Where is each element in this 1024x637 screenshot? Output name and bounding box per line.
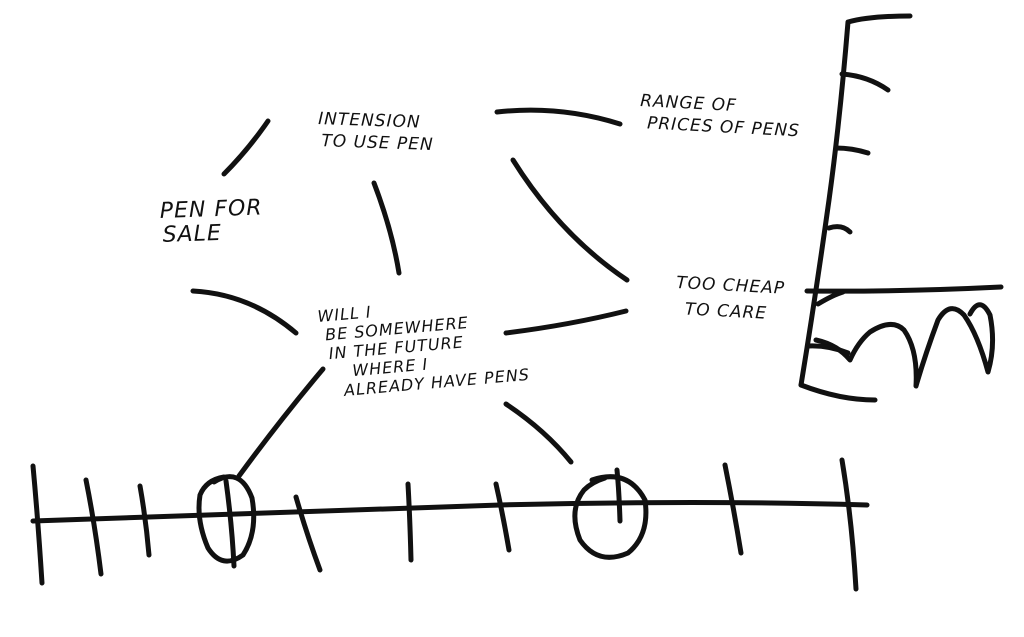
timeline-tick-6 [405,481,414,563]
ink-strokes [30,13,1004,592]
connector-willi-timeline-left [236,366,326,479]
connector-range-toocheap [510,157,630,283]
connector-pen-sale-down [190,288,299,336]
gauge-tick-5 [805,343,851,356]
gauge-wave [813,302,996,389]
connector-willi-timeline-right [503,401,574,465]
timeline-tick-10 [839,457,859,592]
label-pen-for-sale: PEN FOR SALE [159,195,272,248]
gauge-tick-4 [815,289,846,307]
labels: PEN FOR SALE INTENSION TO USE PEN RANGE … [159,91,802,402]
timeline-axis [30,500,870,524]
gauge-vertical-line [798,13,913,388]
timeline-tick-3 [137,483,152,558]
gauge-tick-1 [839,71,891,93]
timeline-tick-1 [30,463,45,586]
connector-intension-down [371,180,402,276]
gauge-baseline [804,284,1004,294]
gauge-bottom [798,382,878,403]
gauge-tick-2 [833,145,871,156]
connector-intension-range [494,107,623,127]
timeline-circle-right [572,474,649,560]
label-will-i: WILL I BE SOMEWHERE IN THE FUTURE WHERE … [317,289,531,402]
timeline-tick-4 [223,478,237,569]
timeline-tick-7 [493,481,512,553]
label-intension: INTENSION TO USE PEN [317,109,435,155]
connector-willi-toocheap [503,308,629,336]
gauge-tick-3 [826,224,853,235]
timeline-tick-5 [293,494,323,573]
timeline-tick-2 [83,477,104,577]
label-too-cheap: TOO CHEAP TO CARE [674,273,791,325]
timeline-circle-left [196,474,257,564]
timeline-tick-9 [722,462,744,556]
connector-pen-sale-up [221,118,271,177]
label-range-of-prices: RANGE OF PRICES OF PENS [639,91,802,141]
timeline-tick-8 [614,467,623,524]
